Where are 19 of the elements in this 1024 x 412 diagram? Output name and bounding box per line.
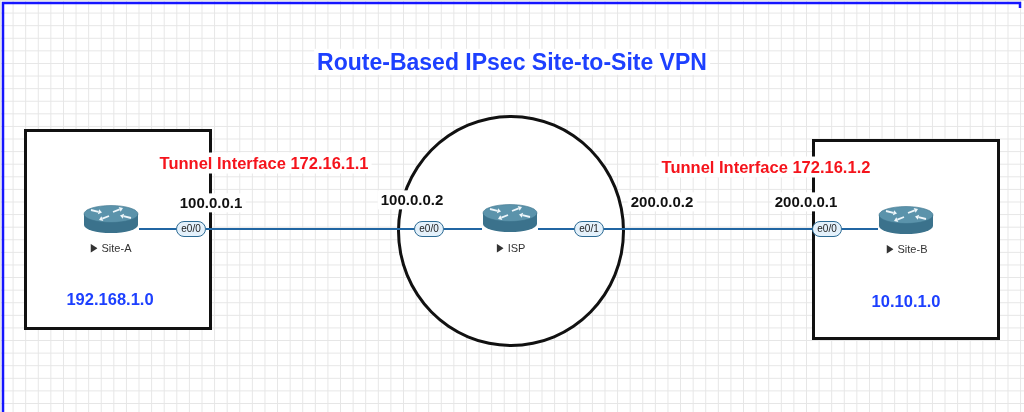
link-line [443, 228, 483, 230]
interface-tag: e0/1 [574, 221, 604, 237]
link-line [537, 228, 575, 230]
router-icon [878, 205, 934, 235]
link-line [205, 228, 415, 230]
interface-tag: e0/0 [176, 221, 206, 237]
tunnel-interface-label: Tunnel Interface 172.16.1.1 [156, 152, 372, 174]
link-line [841, 228, 879, 230]
device-name: Site-B [897, 242, 928, 256]
interface-tag: e0/0 [414, 221, 444, 237]
router-icon [83, 204, 139, 234]
ip-address: 200.0.0.2 [627, 192, 697, 212]
device-name: ISP [507, 241, 526, 255]
link-line [138, 228, 177, 230]
link-line [603, 228, 813, 230]
router-icon [482, 203, 538, 233]
interface-tag: e0/0 [812, 221, 842, 237]
diagram-title: Route-Based IPsec Site-to-Site VPN [314, 48, 710, 76]
device-name: Site-A [101, 241, 132, 255]
